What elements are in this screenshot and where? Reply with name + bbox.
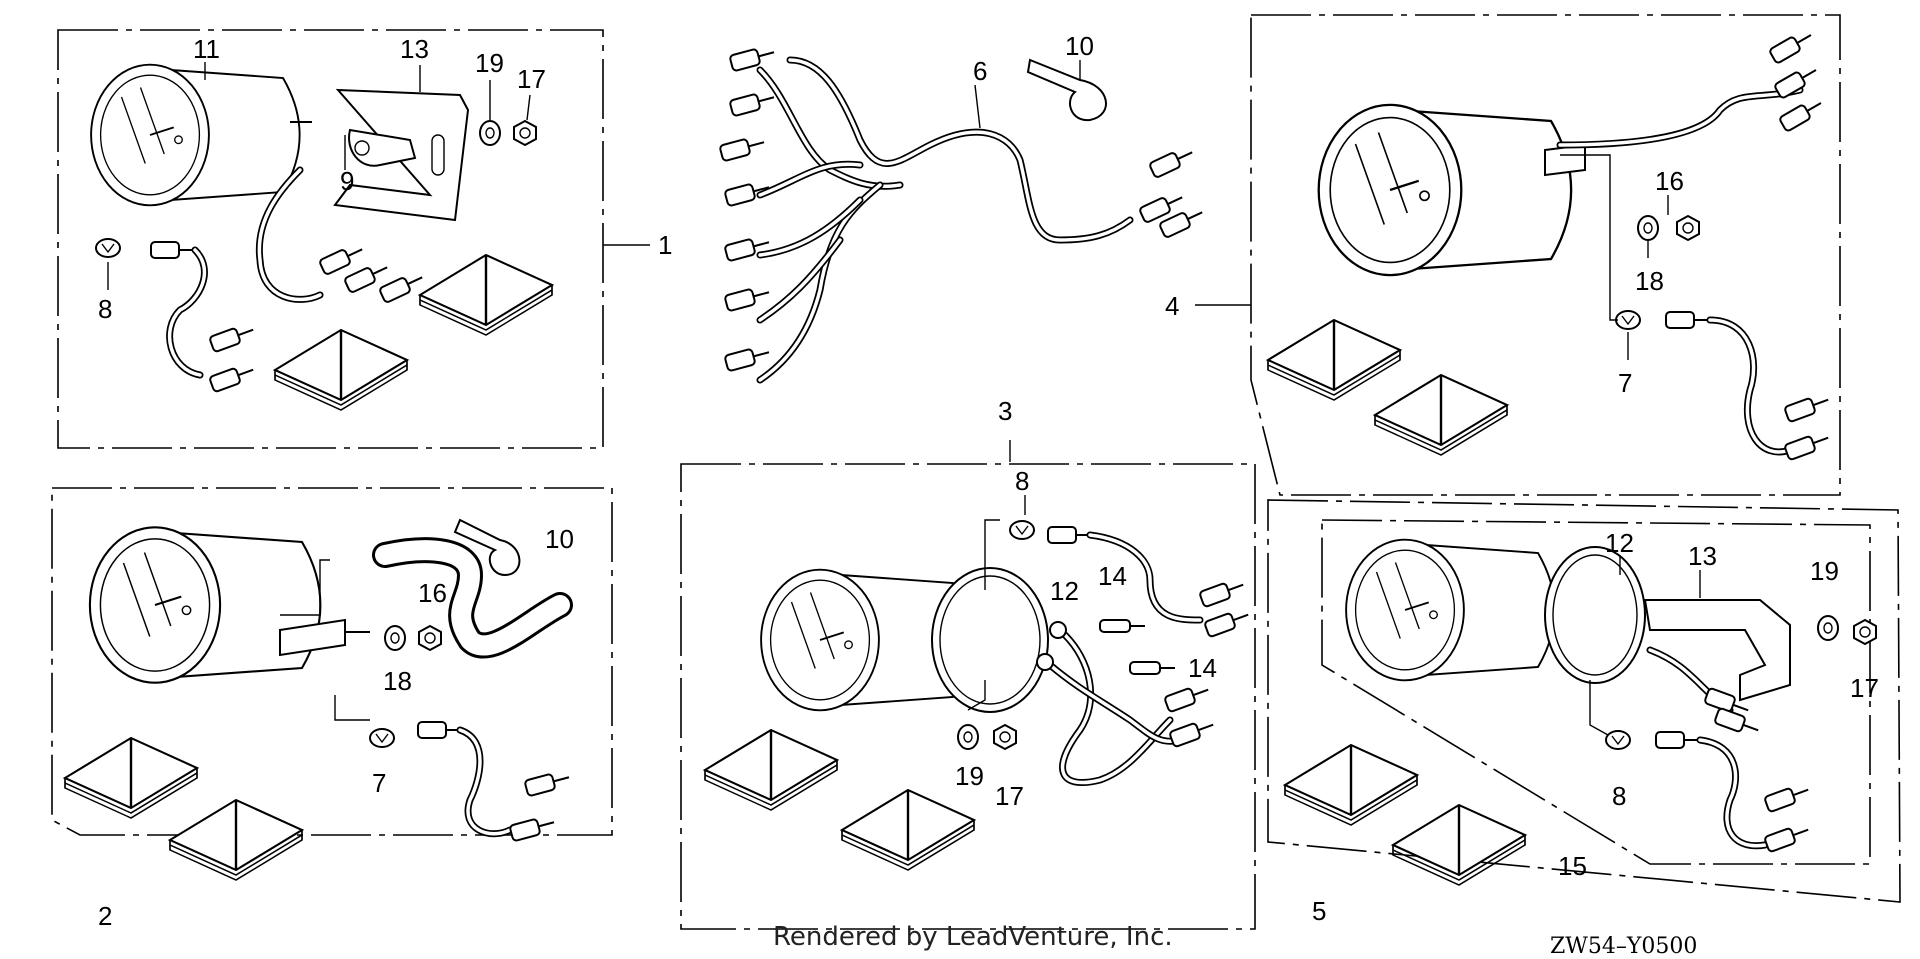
cable-tie-10 [453,518,521,577]
panel-3-parts [703,440,1252,872]
wire-leads [317,241,427,305]
diagram-code: ZW54–Y0500 [1550,934,1697,959]
panel-3-frame [680,463,1256,930]
callout-16: 16 [418,578,447,608]
callout-8: 8 [1015,466,1029,496]
panel-2-parts [63,518,573,882]
callout-17: 17 [517,64,546,94]
callout-12: 12 [1605,528,1634,558]
nut-17 [513,120,537,146]
callout-18: 18 [1635,266,1664,296]
callout-13: 13 [400,34,429,64]
panel-2-frame [51,487,613,836]
callout-14: 14 [1098,561,1127,591]
callout-7: 7 [372,768,386,798]
callout-10: 10 [545,524,574,554]
callout-12: 12 [1050,576,1079,606]
gauge-11 [90,63,301,207]
screw-14 [1099,619,1145,633]
mount-bracket-13 [1643,599,1791,702]
callout-9: 9 [340,166,354,196]
panel-4-frame [1195,14,1841,496]
callout-19: 19 [475,48,504,78]
screw-14 [1129,661,1175,675]
callout-17: 17 [1850,673,1879,703]
callout-labels: 11 13 19 17 9 1 8 6 10 16 18 4 7 3 8 12 … [98,31,1879,931]
footer-credit: Rendered by LeadVenture, Inc. [773,922,1173,952]
callout-7: 7 [1618,368,1632,398]
callout-19: 19 [955,761,984,791]
manual-booklet [418,253,554,337]
ring-12 [1544,546,1646,684]
callout-5: 5 [1312,896,1326,926]
callout-13: 13 [1688,541,1717,571]
panel-4-parts [1266,27,1832,462]
manual-booklet [273,328,409,412]
panel-5-parts [1283,538,1877,887]
callout-18: 18 [383,666,412,696]
callout-4: 4 [1165,291,1179,321]
callout-2: 2 [98,901,112,931]
panel-1-parts [90,62,554,412]
callout-3: 3 [998,396,1012,426]
panel-5-frame [1267,499,1901,903]
callout-19: 19 [1810,556,1839,586]
wire-harness-6 [718,43,1207,384]
callout-11: 11 [193,34,220,64]
hose [372,537,573,659]
callout-14: 14 [1188,653,1217,683]
callout-1: 1 [658,230,672,260]
callout-8: 8 [1612,781,1626,811]
panel-1-frame [57,29,650,449]
callout-10: 10 [1065,31,1094,61]
callout-8: 8 [98,294,112,324]
callout-16: 16 [1655,166,1684,196]
clamp-9 [348,128,417,167]
ring-12 [931,567,1049,713]
washer-19 [479,120,501,146]
bulb-socket-8 [95,238,257,394]
callout-6: 6 [973,56,987,86]
callout-17: 17 [995,781,1024,811]
callout-15: 15 [1558,851,1587,881]
cable-tie-10 [1026,58,1107,122]
